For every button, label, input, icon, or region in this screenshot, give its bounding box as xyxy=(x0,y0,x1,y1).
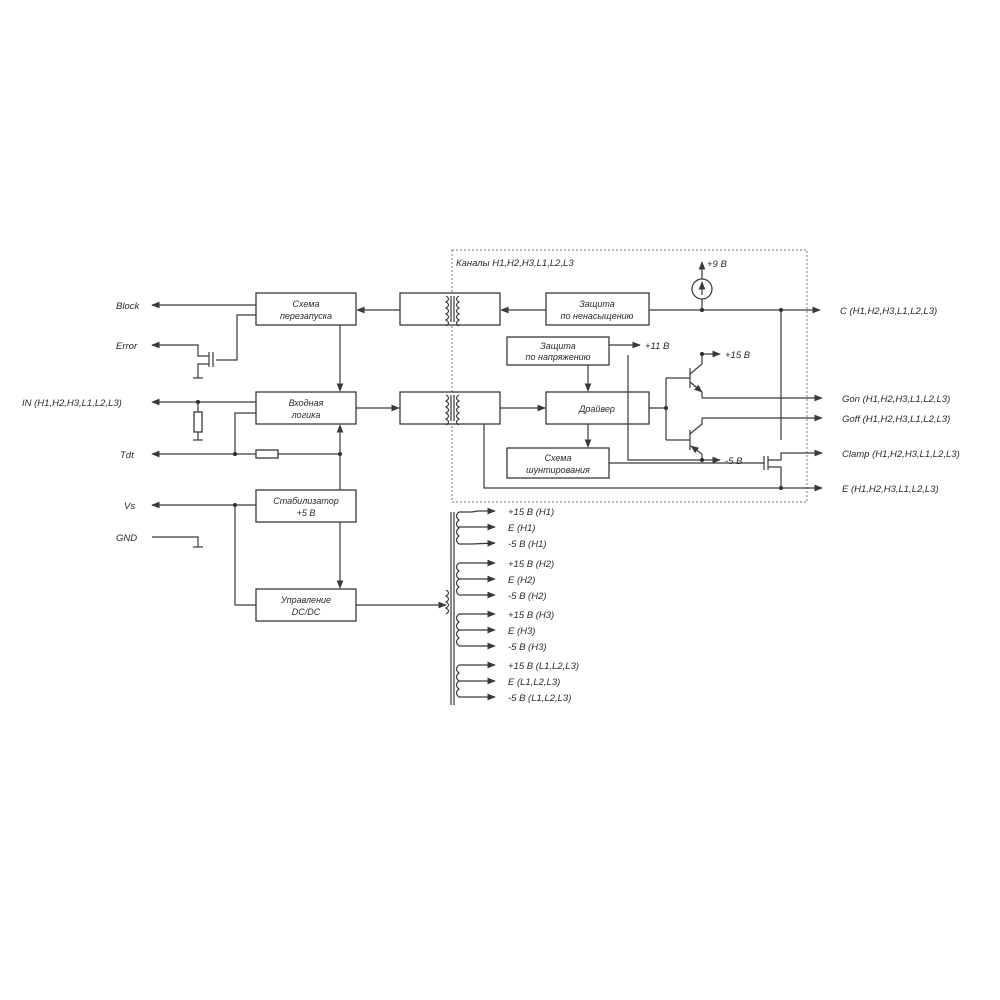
in-signal-label: IN (H1,H2,H3,L1,L2,L3) xyxy=(22,398,122,409)
gon-signal-label: Gon (H1,H2,H3,L1,L2,L3) xyxy=(842,394,950,405)
svg-text:+15 В (H2): +15 В (H2) xyxy=(508,559,554,570)
error-signal-label: Error xyxy=(116,341,138,352)
svg-text:E (H3): E (H3) xyxy=(508,626,535,637)
svg-text:по ненасыщению: по ненасыщению xyxy=(561,311,634,321)
isolation-transformer-top xyxy=(399,292,501,327)
plus9v-label: +9 В xyxy=(707,259,727,270)
minus5v-label: -5 В xyxy=(725,456,743,467)
svg-text:перезапуска: перезапуска xyxy=(280,311,332,321)
clamp-signal-label: Clamp (H1,H2,H3,L1,L2,L3) xyxy=(842,449,960,460)
plus15v-label: +15 В xyxy=(725,350,751,361)
vs-signal-label: Vs xyxy=(124,501,135,512)
e-signal-label: E (H1,H2,H3,L1,L2,L3) xyxy=(842,484,939,495)
c-signal-label: C (H1,H2,H3,L1,L2,L3) xyxy=(840,306,937,317)
svg-text:-5 В (H3): -5 В (H3) xyxy=(508,642,547,653)
svg-text:Защита: Защита xyxy=(540,341,576,351)
svg-text:DC/DC: DC/DC xyxy=(292,607,321,617)
gnd-signal-label: GND xyxy=(116,533,137,544)
dcdc-control-block: Управление DC/DC xyxy=(255,588,357,622)
output-group-h1: +15 В (H1) E (H1) -5 В (H1) xyxy=(455,507,554,550)
output-group-h2: +15 В (H2) E (H2) -5 В (H2) xyxy=(455,559,554,602)
svg-text:+5 В: +5 В xyxy=(297,508,316,518)
svg-text:Драйвер: Драйвер xyxy=(578,404,615,414)
tdt-signal-label: Tdt xyxy=(120,450,134,461)
stabilizer-block: Стабилизатор +5 В xyxy=(255,489,357,523)
svg-text:Защита: Защита xyxy=(579,299,615,309)
svg-text:по напряжению: по напряжению xyxy=(526,352,591,362)
svg-text:логика: логика xyxy=(291,410,321,420)
block-signal-label: Block xyxy=(116,301,140,312)
shunt-block: Схема шунтирования xyxy=(506,447,610,479)
svg-text:E (H1): E (H1) xyxy=(508,523,535,534)
channels-title: Каналы H1,H2,H3,L1,L2,L3 xyxy=(456,258,574,269)
isolation-transformer-bottom xyxy=(399,391,501,426)
svg-text:-5 В (H1): -5 В (H1) xyxy=(508,539,547,550)
svg-text:Схема: Схема xyxy=(545,453,572,463)
desaturation-protection-block: Защита по ненасыщению xyxy=(545,292,650,326)
svg-text:+15 В (L1,L2,L3): +15 В (L1,L2,L3) xyxy=(508,661,579,672)
output-group-l: +15 В (L1,L2,L3) E (L1,L2,L3) -5 В (L1,L… xyxy=(455,661,579,704)
output-group-h3: +15 В (H3) E (H3) -5 В (H3) xyxy=(455,610,554,653)
svg-text:-5 В (L1,L2,L3): -5 В (L1,L2,L3) xyxy=(508,693,571,704)
overvoltage-protection-block: Защита по напряжению xyxy=(506,336,610,366)
svg-text:Входная: Входная xyxy=(289,398,324,408)
svg-text:Схема: Схема xyxy=(293,299,320,309)
input-logic-block: Входная логика xyxy=(255,391,357,425)
driver-block: Драйвер xyxy=(545,391,650,425)
restart-block: Схема перезапуска xyxy=(255,292,357,326)
svg-text:Стабилизатор: Стабилизатор xyxy=(273,496,339,506)
svg-text:E (H2): E (H2) xyxy=(508,575,535,586)
plus11v-label: +11 В xyxy=(645,341,670,352)
channels-frame xyxy=(451,249,808,503)
svg-text:-5 В (H2): -5 В (H2) xyxy=(508,591,547,602)
svg-text:+15 В (H3): +15 В (H3) xyxy=(508,610,554,621)
svg-text:E (L1,L2,L3): E (L1,L2,L3) xyxy=(508,677,560,688)
svg-text:Управление: Управление xyxy=(280,595,331,605)
svg-text:+15 В (H1): +15 В (H1) xyxy=(508,507,554,518)
svg-text:шунтирования: шунтирования xyxy=(526,465,590,475)
goff-signal-label: Goff (H1,H2,H3,L1,L2,L3) xyxy=(842,414,950,425)
